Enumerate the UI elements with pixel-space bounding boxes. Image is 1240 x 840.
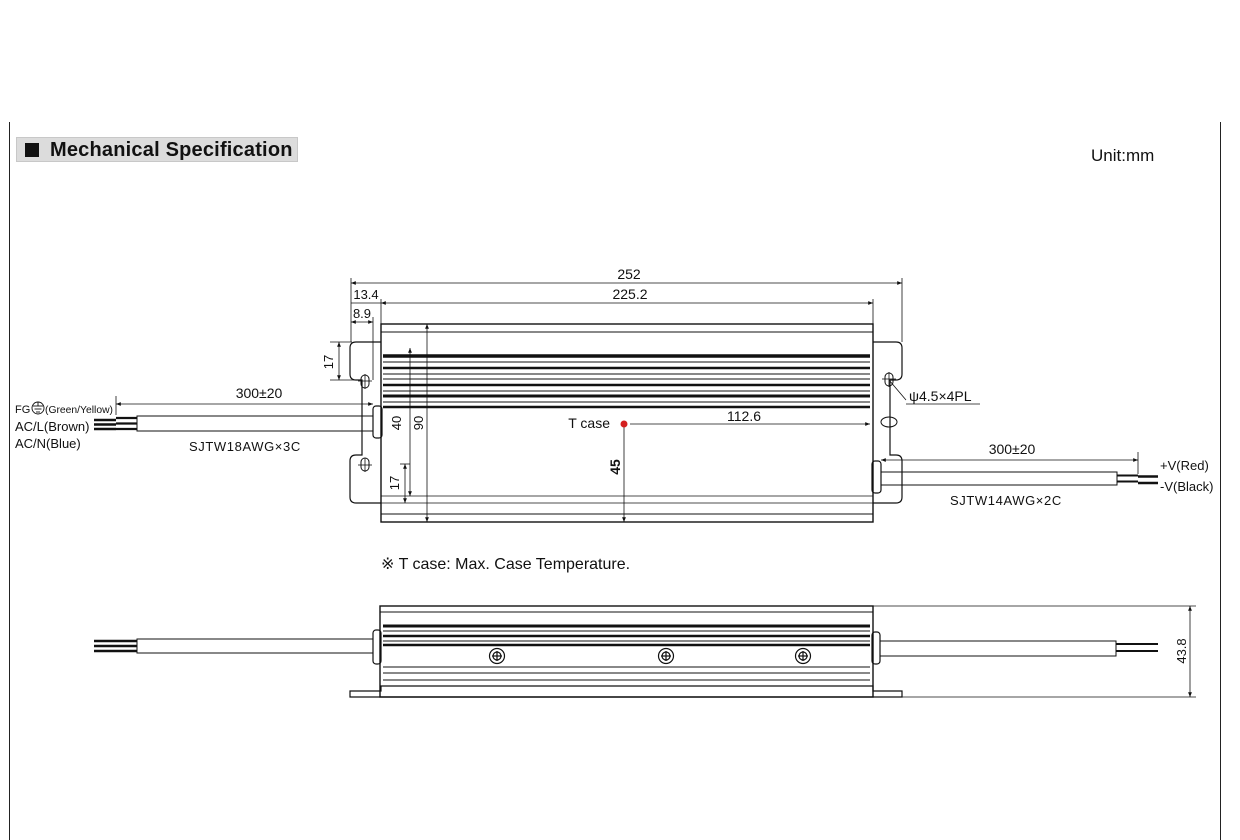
- input-cable: [136, 415, 374, 432]
- tcase-dot: [620, 420, 628, 428]
- side-output-cable: [879, 640, 1117, 657]
- side-fins: [383, 624, 870, 681]
- output-cable-length: 300±20: [989, 441, 1036, 457]
- fg-label-group: FG (Green/Yellow): [15, 401, 113, 416]
- input-cable-length: 300±20: [236, 385, 283, 401]
- screw-icon: [794, 647, 812, 665]
- input-cable-spec: SJTW18AWG×3C: [189, 439, 301, 454]
- side-input-cable: [136, 638, 374, 654]
- top-view: [94, 278, 1158, 523]
- dim-side-height: 43.8: [1174, 638, 1189, 663]
- vneg-label: -V(Black): [1160, 479, 1213, 494]
- fg-color-label: (Green/Yellow): [45, 404, 113, 416]
- ground-icon: [31, 401, 45, 415]
- section-header: Mechanical Specification: [16, 137, 298, 162]
- side-case-body: [379, 605, 874, 698]
- mounting-hole-icon: [358, 374, 372, 389]
- flange-left: [349, 341, 381, 504]
- fg-label: FG: [15, 404, 30, 416]
- dim-slot-bottom: 17: [387, 476, 402, 490]
- side-view: [94, 605, 1196, 698]
- frame-right-border: [1220, 122, 1221, 840]
- mounting-hole-icon: [358, 457, 372, 472]
- screw-icon: [488, 647, 506, 665]
- dim-tcase-end: 112.6: [727, 408, 761, 424]
- dim-tcase-edge: 45: [607, 459, 623, 475]
- tcase-label: T case: [568, 415, 610, 431]
- dim-slot-top: 17: [321, 355, 336, 369]
- unit-label: Unit:mm: [1091, 146, 1155, 165]
- dim-inner-width: 40: [389, 416, 404, 430]
- dim-overall-length: 252: [617, 266, 641, 282]
- case-body: [380, 323, 874, 523]
- tcase-note: ※ T case: Max. Case Temperature.: [381, 556, 630, 573]
- dim-offset-outer: 13.4: [353, 287, 378, 302]
- dim-offset-inner: 8.9: [353, 306, 371, 321]
- frame-left-border: [9, 122, 10, 840]
- acn-label: AC/N(Blue): [15, 436, 81, 451]
- mounting-hole-icon: [882, 372, 896, 387]
- dim-overall-width: 90: [411, 416, 426, 430]
- output-cable: [880, 471, 1118, 486]
- dim-body-length: 225.2: [612, 286, 647, 302]
- flange-right: [873, 341, 903, 504]
- output-cable-spec: SJTW14AWG×2C: [950, 493, 1062, 508]
- header-square-icon: [25, 143, 39, 157]
- screw-icon: [657, 647, 675, 665]
- heatsink-fins: [383, 354, 870, 409]
- acl-label: AC/L(Brown): [15, 419, 89, 434]
- vpos-label: +V(Red): [1160, 458, 1209, 473]
- mounting-hole-icon: [880, 416, 898, 428]
- mounting-hole-label: ψ4.5×4PL: [909, 388, 972, 404]
- section-title: Mechanical Specification: [50, 139, 293, 161]
- side-base-plate: [349, 685, 903, 698]
